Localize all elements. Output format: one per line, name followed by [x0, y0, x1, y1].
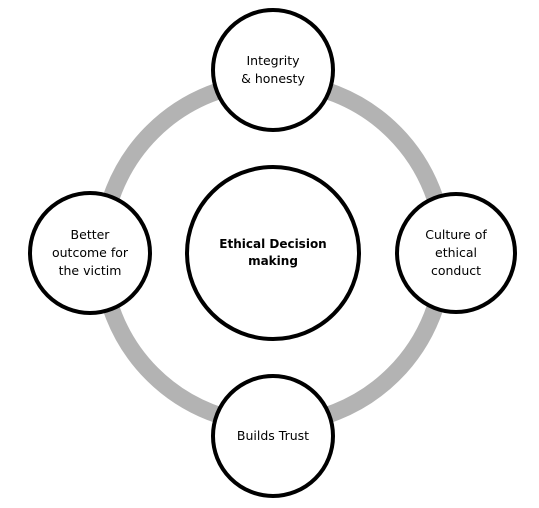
node-label-trust: Builds Trust — [236, 427, 310, 443]
node-circle-integrity — [211, 8, 335, 132]
node-label-culture: Culture of ethical conduct — [425, 226, 487, 279]
node-label-integrity: Integrity & honesty — [241, 52, 305, 86]
node-label-outcome: Better outcome for the victim — [51, 226, 129, 279]
center-circle — [185, 165, 361, 341]
node-circle-outcome — [28, 191, 152, 315]
node-circle-culture — [395, 192, 517, 314]
center-label: Ethical Decision making — [219, 237, 327, 268]
node-circle-trust — [211, 374, 335, 498]
